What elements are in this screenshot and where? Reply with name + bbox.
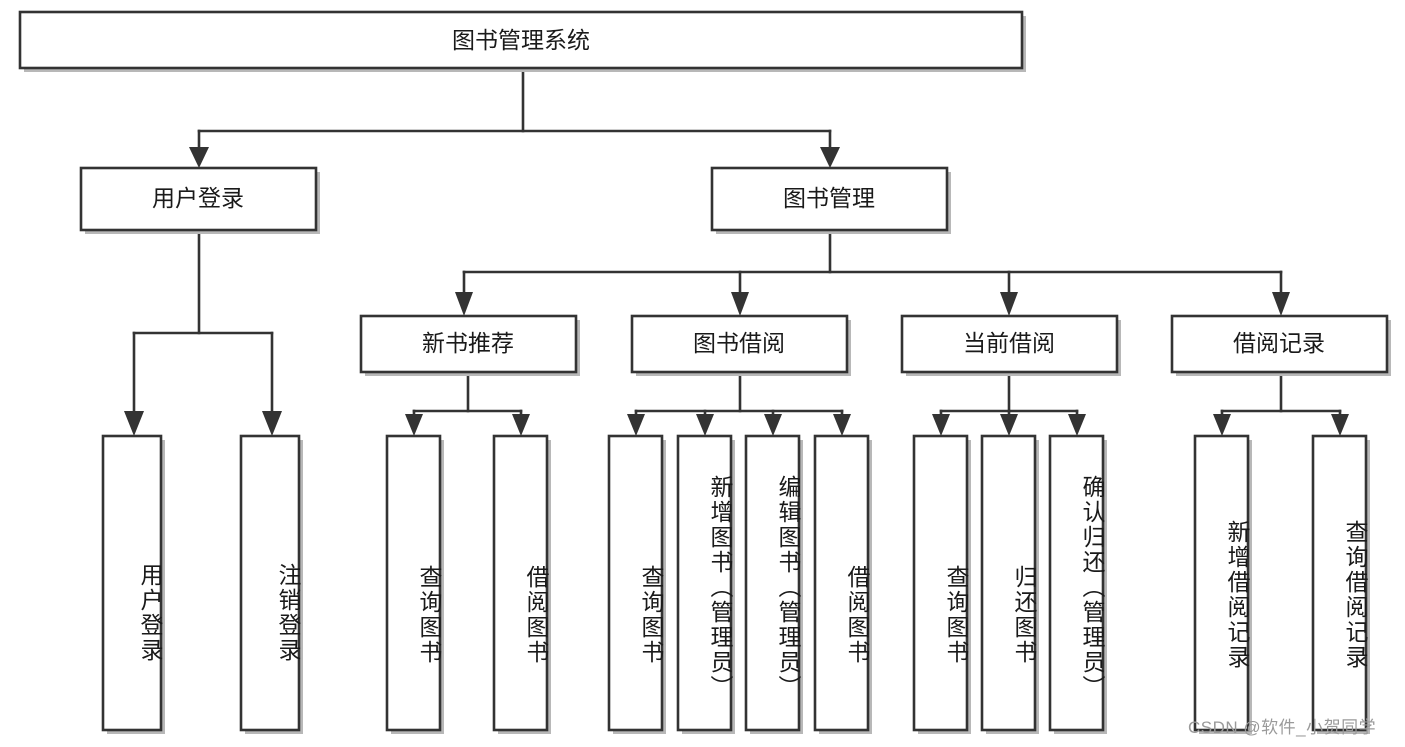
node-root-label: 图书管理系统 xyxy=(452,27,590,53)
arrow-head-leaf-confirm-return xyxy=(1068,414,1086,436)
arrow-head-leaf-return-book xyxy=(1000,414,1018,436)
node-current-borrow[interactable]: 当前借阅 xyxy=(900,314,1121,376)
connector-group-borrow-record-to-leaves xyxy=(1213,372,1349,436)
node-borrow-record[interactable]: 借阅记录 xyxy=(1170,314,1391,376)
csdn-watermark: CSDN @软件_小贺同学 xyxy=(1188,718,1377,737)
arrow-head-leaf-query-book-2 xyxy=(627,414,645,436)
node-leaf-add-book[interactable] xyxy=(676,434,735,734)
node-new-book-recommend-box[interactable] xyxy=(359,314,578,374)
arrow-head-leaf-query-book-1 xyxy=(405,414,423,436)
node-leaf-query-book-3[interactable] xyxy=(912,434,971,734)
node-leaf-query-record[interactable] xyxy=(1311,434,1370,734)
node-leaf-query-book-1[interactable] xyxy=(385,434,444,734)
connector-group-book-borrow-to-leaves xyxy=(627,372,851,436)
node-leaf-user-login[interactable] xyxy=(101,434,165,734)
node-new-book-recommend[interactable]: 新书推荐 xyxy=(359,314,580,376)
node-leaf-query-book-2[interactable] xyxy=(607,434,666,734)
node-leaf-query-book-2-box[interactable] xyxy=(607,434,664,732)
node-borrow-record-label: 借阅记录 xyxy=(1233,330,1325,356)
node-leaf-add-record[interactable] xyxy=(1193,434,1252,734)
node-leaf-edit-book[interactable] xyxy=(744,434,803,734)
arrow-head-leaf-user-login xyxy=(124,411,144,436)
node-current-borrow-box[interactable] xyxy=(900,314,1119,374)
node-book-borrow-box[interactable] xyxy=(630,314,849,374)
arrow-head-current-borrow xyxy=(1000,292,1018,316)
node-leaf-user-logout[interactable] xyxy=(239,434,303,734)
node-leaf-edit-book-box[interactable] xyxy=(744,434,801,732)
arrow-head-leaf-borrow-book-1 xyxy=(512,414,530,436)
node-leaf-query-record-box[interactable] xyxy=(1311,434,1368,732)
node-book-management-label: 图书管理 xyxy=(783,185,875,211)
arrow-head-user-login xyxy=(189,147,209,168)
node-leaf-borrow-book-1[interactable] xyxy=(492,434,551,734)
node-borrow-record-box[interactable] xyxy=(1170,314,1389,374)
node-leaf-add-book-box[interactable] xyxy=(676,434,733,732)
connector-group-user-login-to-leaves xyxy=(124,230,282,436)
node-leaf-query-book-1-box[interactable] xyxy=(385,434,442,732)
node-book-borrow-label: 图书借阅 xyxy=(693,330,785,356)
arrow-head-borrow-record xyxy=(1272,292,1290,316)
arrow-head-leaf-add-book xyxy=(696,414,714,436)
connector-group-current-borrow-to-leaves xyxy=(932,372,1086,436)
node-book-borrow[interactable]: 图书借阅 xyxy=(630,314,851,376)
node-leaf-user-login-box[interactable] xyxy=(101,434,163,732)
node-leaf-borrow-book-2-box[interactable] xyxy=(813,434,870,732)
node-leaf-confirm-return[interactable] xyxy=(1048,434,1107,734)
node-root[interactable]: 图书管理系统 xyxy=(18,10,1026,72)
node-user-login-box[interactable] xyxy=(79,166,318,232)
node-book-management-box[interactable] xyxy=(710,166,949,232)
arrow-head-leaf-add-record xyxy=(1213,414,1231,436)
node-new-book-recommend-label: 新书推荐 xyxy=(422,330,514,356)
node-root-box[interactable] xyxy=(18,10,1024,70)
node-leaf-return-book-box[interactable] xyxy=(980,434,1037,732)
node-current-borrow-label: 当前借阅 xyxy=(963,330,1055,356)
arrow-head-leaf-query-book-3 xyxy=(932,414,950,436)
node-leaf-return-book[interactable] xyxy=(980,434,1039,734)
node-leaf-borrow-book-2[interactable] xyxy=(813,434,872,734)
connector-group-new-book-recommend-to-leaves xyxy=(405,372,530,436)
node-leaf-borrow-book-1-box[interactable] xyxy=(492,434,549,732)
node-book-management[interactable]: 图书管理 xyxy=(710,166,951,234)
arrow-head-new-book-recommend xyxy=(455,292,473,316)
arrow-head-book-management xyxy=(820,147,840,168)
connector-group-root-to-level2 xyxy=(189,68,840,168)
node-leaf-add-record-box[interactable] xyxy=(1193,434,1250,732)
arrow-head-book-borrow xyxy=(731,292,749,316)
node-user-login-label: 用户登录 xyxy=(152,185,244,211)
arrow-head-leaf-query-record xyxy=(1331,414,1349,436)
node-leaf-query-book-3-box[interactable] xyxy=(912,434,969,732)
arrow-head-leaf-user-logout xyxy=(262,411,282,436)
node-leaf-user-logout-box[interactable] xyxy=(239,434,301,732)
arrow-head-leaf-borrow-book-2 xyxy=(833,414,851,436)
arrow-head-leaf-edit-book xyxy=(764,414,782,436)
node-user-login[interactable]: 用户登录 xyxy=(79,166,320,234)
node-leaf-confirm-return-box[interactable] xyxy=(1048,434,1105,732)
connector-group-book-management-to-level3 xyxy=(455,230,1290,316)
